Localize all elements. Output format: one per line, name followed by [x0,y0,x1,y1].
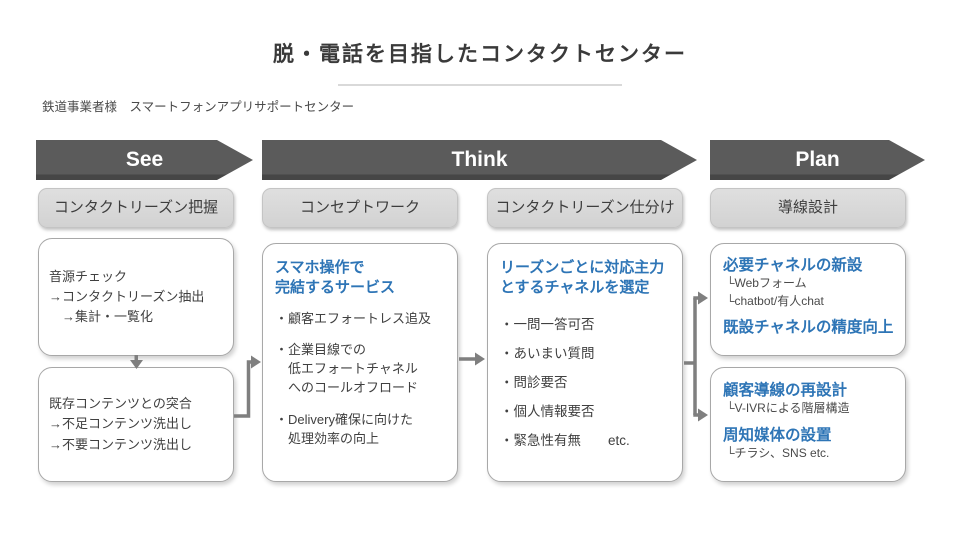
slide-subtitle: 鉄道事業者様 スマートフォンアプリサポートセンター [42,100,355,114]
stage-arrow-see: See [36,140,253,180]
stage-arrow-think: Think [262,140,697,180]
concept-bullet-1: ・顧客エフォートレス追及 [275,310,432,326]
phase-label-concept-work: コンセプトワーク [262,188,458,228]
title-underline [338,84,622,86]
plan-heading: 必要チャネルの新設 [723,257,863,274]
card-text-line: 音源チェック [49,268,128,284]
card-text-line: →不要コンテンツ洗出し [49,436,193,452]
plan-sub-item: └Webフォーム └chatbot/有人chat [726,276,824,308]
plan-heading: 既設チャネルの精度向上 [723,319,894,337]
stage-arrow-plan: Plan [710,140,925,180]
card-reason-sorting: リーズンごとに対応主力 とするチャネルを選定 ・一問一答可否 ・あいまい質問 ・… [487,243,683,482]
list-item: ・あいまい質問 [500,345,595,361]
list-item: ・問診要否 [500,374,568,390]
card-text-line: →コンタクトリーズン抽出 [49,288,205,304]
card-text-line: 既存コンテンツとの突合 [49,396,192,412]
list-item: ・個人情報要否 [500,403,595,419]
plan-heading: 顧客導線の再設計 [723,382,848,399]
sorting-title: リーズンごとに対応主力 とするチャネルを選定 [500,259,665,297]
list-item: ・一問一答可否 [500,316,595,332]
right-arrow-icon [459,352,485,366]
phase-label-contact-reason-grasp: コンタクトリーズン把握 [38,188,234,228]
plan-sub-item: └チラシ、SNS etc. [726,446,830,461]
sorting-criteria-list: ・一問一答可否 ・あいまい質問 ・問診要否 ・個人情報要否 ・緊急性有無 etc… [500,310,672,455]
concept-bullet-3: ・Delivery確保に向けた 処理効率の向上 [275,411,413,446]
card-content-matching: 既存コンテンツとの突合 →不足コンテンツ洗出し →不要コンテンツ洗出し [38,367,234,482]
card-audio-check: 音源チェック →コンタクトリーズン抽出 →集計・一覧化 [38,238,234,356]
concept-bullet-2: ・企業目線での 低エフォートチャネル へのコールオフロード [275,342,419,396]
branch-arrow-icon [684,291,708,422]
elbow-arrow-icon [234,355,261,418]
list-item: ・緊急性有無 etc. [500,432,630,448]
card-customer-flow-redesign: 顧客導線の再設計 └V-IVRによる階層構造 周知媒体の設置 └チラシ、SNS … [710,367,906,482]
card-text-line: →不足コンテンツ洗出し [49,416,193,432]
page-title: 脱・電話を目指したコンタクトセンター [273,43,687,66]
phase-label-flow-design: 導線設計 [710,188,906,228]
card-new-channels: 必要チャネルの新設 └Webフォーム └chatbot/有人chat 既設チャネ… [710,243,906,356]
card-text-line: →集計・一覧化 [49,309,154,325]
plan-sub-item: └V-IVRによる階層構造 [726,401,850,416]
concept-title: スマホ操作で 完結するサービス [275,259,396,297]
plan-heading: 周知媒体の設置 [723,426,832,444]
card-concept-work: スマホ操作で 完結するサービス ・顧客エフォートレス追及 ・企業目線での 低エフ… [262,243,458,482]
phase-label-contact-reason-sorting: コンタクトリーズン仕分け [487,188,683,228]
